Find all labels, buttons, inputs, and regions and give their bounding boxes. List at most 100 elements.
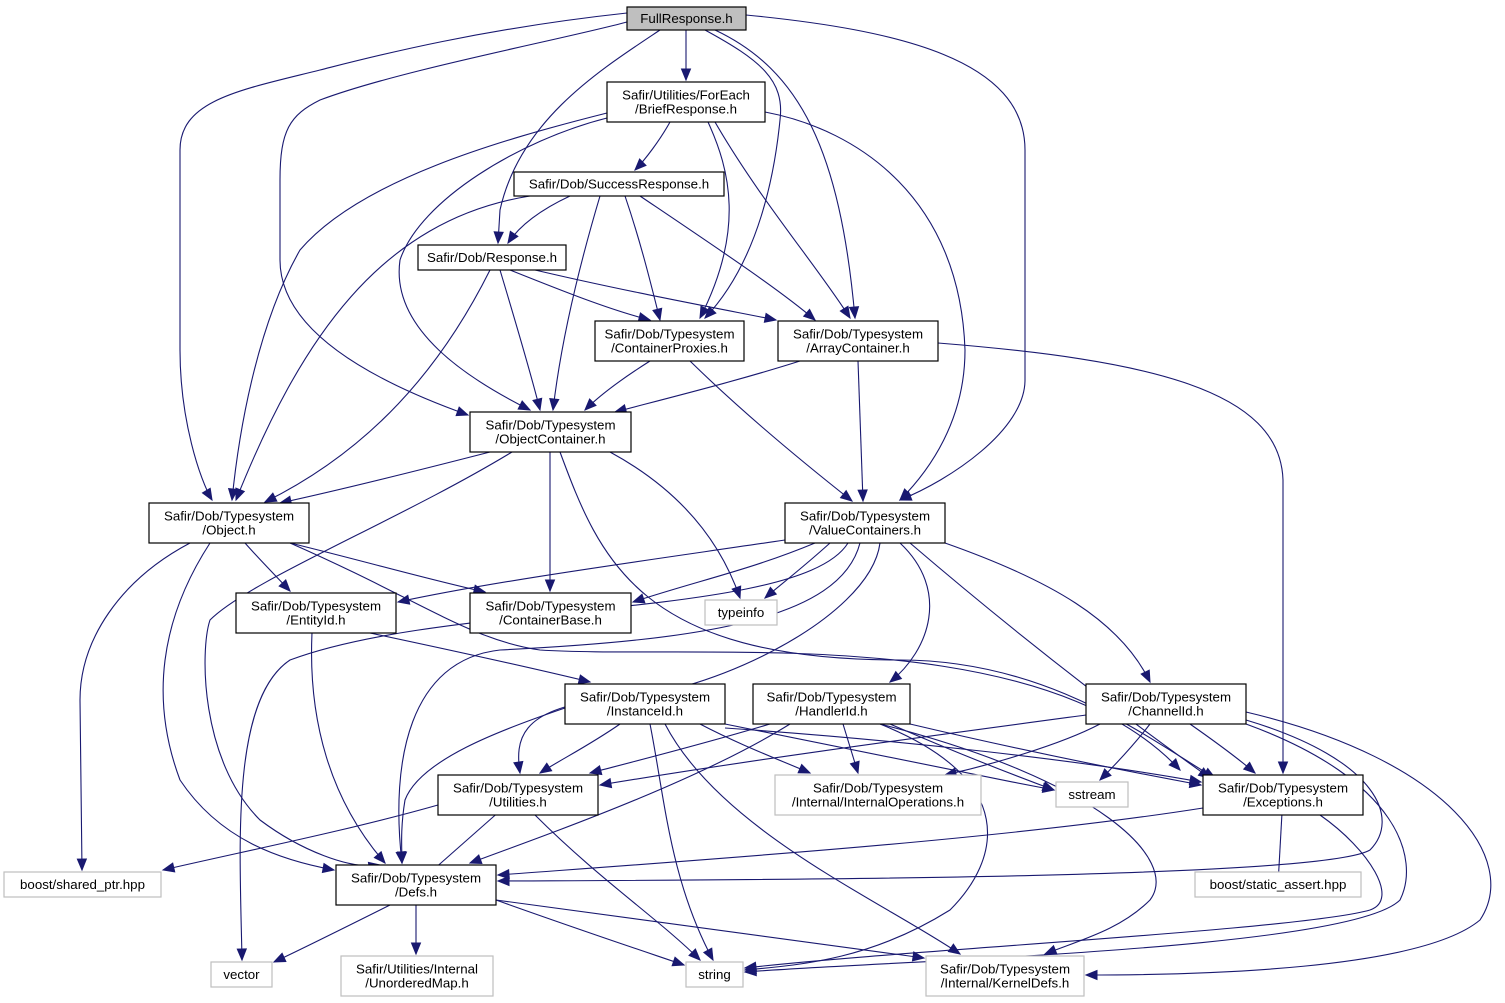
edge-line — [1189, 723, 1256, 774]
edges-layer — [76, 12, 1492, 981]
arrowhead-icon — [702, 947, 714, 962]
edge-entity-id-to-instance-id — [369, 632, 592, 685]
edge-line — [179, 12, 628, 501]
arrowhead-icon — [947, 943, 962, 955]
arrowhead-icon — [634, 158, 647, 171]
node-box — [606, 81, 766, 123]
arrowhead-icon — [1084, 969, 1098, 981]
edge-line — [704, 29, 782, 319]
node-handler-id[interactable]: Safir/Dob/Typesystem/HandlerId.h — [752, 683, 911, 725]
node-box — [1202, 774, 1364, 816]
node-label: Safir/Dob/Typesystem — [793, 327, 923, 342]
arrowhead-icon — [496, 868, 510, 880]
node-defs[interactable]: Safir/Dob/Typesystem/Defs.h — [335, 864, 497, 906]
edge-line — [231, 112, 608, 501]
edge-line — [764, 542, 831, 599]
edge-object-container-to-typeinfo — [609, 451, 742, 600]
node-typeinfo: typeinfo — [704, 599, 778, 626]
edge-line — [944, 723, 1101, 776]
arrowhead-icon — [849, 760, 860, 775]
edge-line — [879, 723, 1157, 955]
node-label: Safir/Dob/Typesystem — [485, 418, 615, 433]
arrowhead-icon — [688, 948, 701, 961]
node-label: Safir/Dob/Typesystem — [1218, 781, 1348, 796]
node-vector: vector — [210, 961, 273, 988]
edge-instance-id-to-kernel-defs — [664, 723, 962, 955]
edge-line — [909, 542, 1211, 779]
node-value-containers[interactable]: Safir/Dob/Typesystem/ValueContainers.h — [784, 502, 946, 544]
edge-line — [397, 539, 786, 603]
arrowhead-icon — [899, 488, 912, 501]
edge-brief-response-to-object-container — [398, 117, 608, 411]
node-box — [594, 320, 745, 362]
node-object[interactable]: Safir/Dob/Typesystem/Object.h — [148, 502, 310, 544]
edge-instance-id-to-utilities — [538, 723, 621, 774]
arrowhead-icon — [857, 489, 868, 503]
edge-object-to-entity-id — [244, 542, 291, 592]
node-container-proxies[interactable]: Safir/Dob/Typesystem/ContainerProxies.h — [594, 320, 745, 362]
edge-full-response-to-array-container — [714, 29, 860, 320]
node-object-container[interactable]: Safir/Dob/Typesystem/ObjectContainer.h — [469, 411, 632, 453]
arrowhead-icon — [839, 489, 854, 502]
node-label: Safir/Dob/Typesystem — [453, 781, 583, 796]
node-success-response[interactable]: Safir/Dob/SuccessResponse.h — [513, 171, 725, 197]
edge-full-response-to-object-container — [279, 21, 628, 417]
node-channel-id[interactable]: Safir/Dob/Typesystem/ChannelId.h — [1085, 683, 1247, 725]
node-string: string — [685, 961, 744, 988]
edge-line — [398, 117, 608, 411]
arrowhead-icon — [455, 406, 470, 417]
nodes-layer: FullResponse.hSafir/Utilities/ForEach/Br… — [3, 6, 1364, 997]
node-label: Safir/Dob/Typesystem — [485, 599, 615, 614]
arrowhead-icon — [802, 308, 817, 321]
edge-object-container-to-object — [278, 451, 491, 506]
node-box — [340, 955, 494, 997]
edge-line — [745, 14, 1026, 501]
node-box — [148, 502, 310, 544]
edge-line — [699, 723, 811, 774]
node-box — [469, 592, 632, 634]
node-box — [3, 871, 162, 898]
node-instance-id[interactable]: Safir/Dob/Typesystem/InstanceId.h — [564, 683, 726, 725]
node-label: Safir/Utilities/Internal — [356, 962, 478, 977]
edge-channel-id-to-string — [743, 723, 1407, 977]
edge-line — [714, 29, 856, 319]
arrowhead-icon — [848, 306, 860, 320]
node-container-base[interactable]: Safir/Dob/Typesystem/ContainerBase.h — [469, 592, 632, 634]
edge-response-to-array-container — [534, 269, 778, 323]
edge-object-container-to-exceptions — [559, 451, 1217, 779]
edge-line — [724, 727, 1202, 783]
node-brief-response[interactable]: Safir/Utilities/ForEach/BriefResponse.h — [606, 81, 766, 123]
node-shared-ptr: boost/shared_ptr.hpp — [3, 871, 162, 898]
node-label: Safir/Dob/Typesystem — [580, 690, 710, 705]
edge-handler-id-to-sstream — [889, 723, 1056, 791]
edge-line — [235, 195, 531, 501]
node-utilities[interactable]: Safir/Dob/Typesystem/Utilities.h — [437, 774, 599, 816]
edge-utilities-to-shared-ptr — [161, 804, 439, 873]
node-label: /Object.h — [202, 523, 255, 538]
node-array-container[interactable]: Safir/Dob/Typesystem/ArrayContainer.h — [777, 320, 939, 362]
node-box — [437, 774, 599, 816]
arrowhead-icon — [161, 862, 176, 873]
edge-value-containers-to-vector — [236, 542, 849, 962]
arrowhead-icon — [396, 594, 411, 605]
edge-line — [79, 542, 191, 871]
edge-value-containers-to-handler-id — [888, 542, 931, 683]
node-internal-operations: Safir/Dob/Typesystem/Internal/InternalOp… — [774, 774, 982, 816]
node-box — [774, 774, 982, 816]
node-exceptions[interactable]: Safir/Dob/Typesystem/Exceptions.h — [1202, 774, 1364, 816]
edge-utilities-to-string — [534, 814, 701, 961]
arrowhead-icon — [373, 850, 386, 864]
edge-entity-id-to-defs — [311, 632, 386, 864]
edge-full-response-to-response — [493, 29, 661, 245]
node-label: Safir/Dob/Typesystem — [766, 690, 896, 705]
node-entity-id[interactable]: Safir/Dob/Typesystem/EntityId.h — [235, 592, 397, 634]
edge-handler-id-to-kernel-defs — [879, 723, 1157, 955]
arrowhead-icon — [764, 586, 778, 599]
edge-line — [273, 904, 391, 963]
node-response[interactable]: Safir/Dob/Response.h — [417, 244, 567, 271]
edge-line — [279, 21, 628, 416]
node-label: /Utilities.h — [489, 795, 547, 810]
arrowhead-icon — [631, 593, 646, 604]
edge-line — [539, 723, 621, 774]
edge-line — [279, 451, 491, 504]
